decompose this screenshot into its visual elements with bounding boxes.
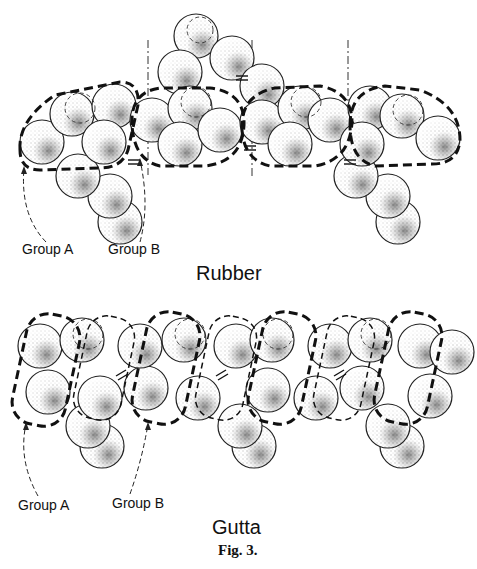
- model-title: Rubber: [196, 262, 262, 284]
- group-label: Group B: [112, 496, 164, 511]
- figure-caption: Fig. 3.: [218, 542, 258, 559]
- group-label: Group B: [108, 242, 160, 257]
- group-label: Group A: [18, 498, 69, 513]
- model-title: Gutta: [212, 516, 261, 538]
- group-label: Group A: [22, 242, 73, 257]
